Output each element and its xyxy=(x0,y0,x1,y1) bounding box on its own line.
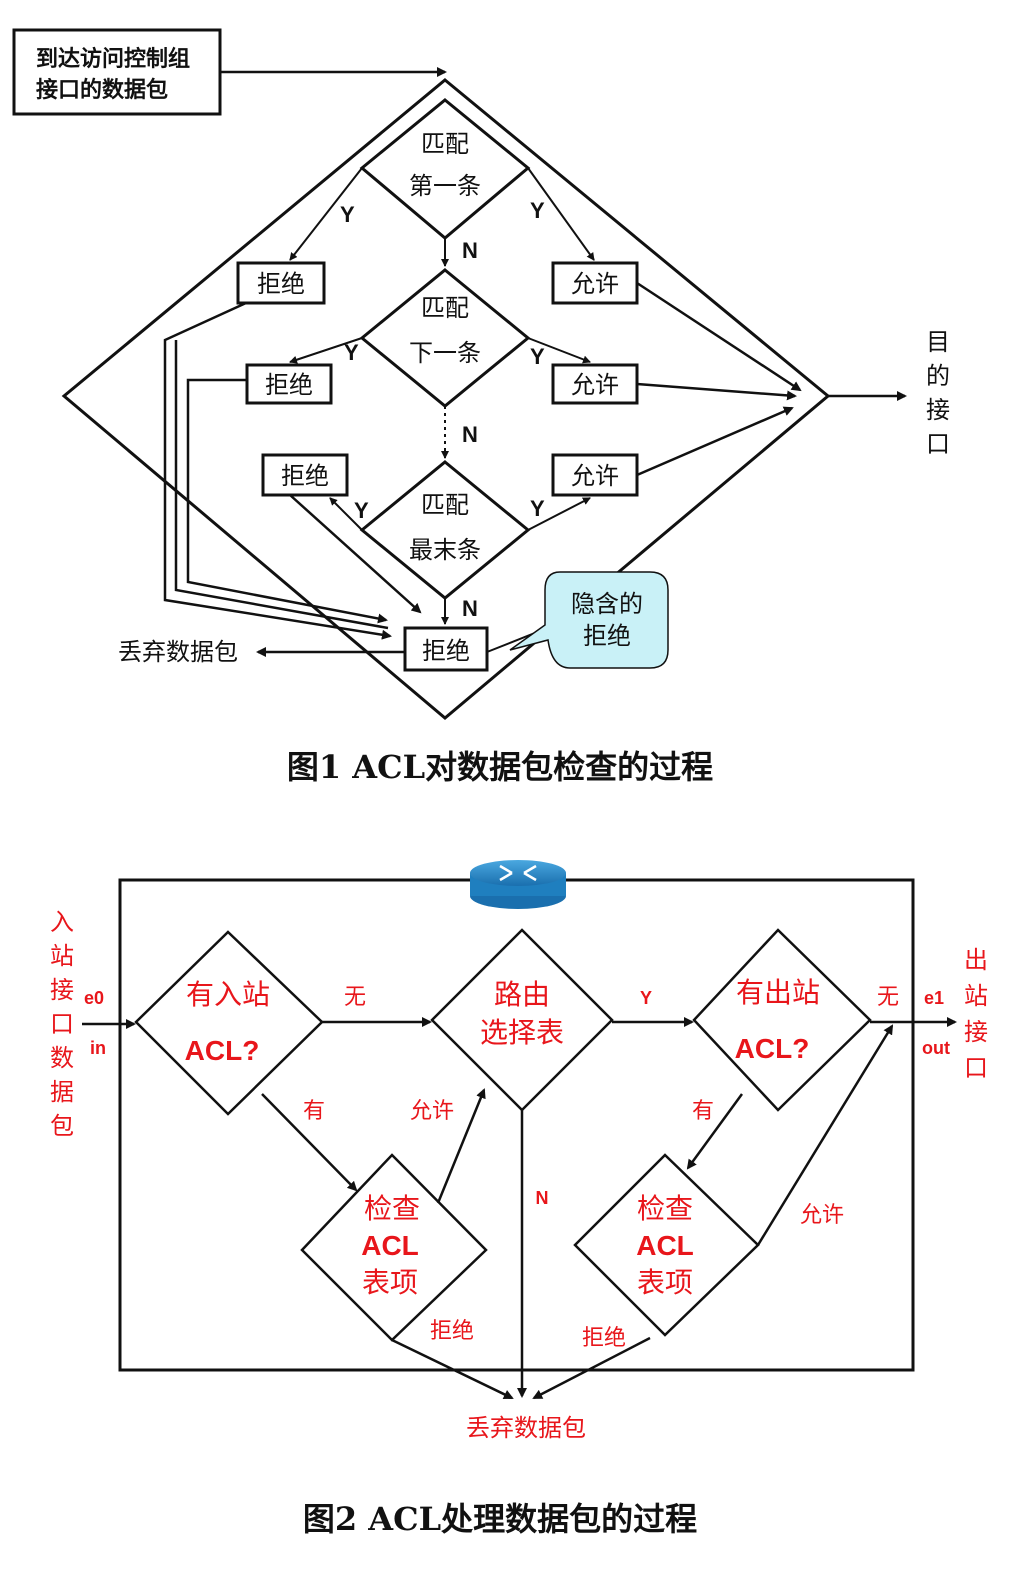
route-yes-label: Y xyxy=(640,988,652,1008)
match-next-diamond xyxy=(359,268,531,408)
outbound-acl-l2: ACL? xyxy=(735,1033,810,1064)
implicit-deny-callout xyxy=(509,571,669,669)
out-char-4: 口 xyxy=(964,1054,988,1082)
match-last-l1: 匹配 xyxy=(421,491,469,519)
no-label-1: N xyxy=(462,238,478,263)
start-label-line2: 接口的数据包 xyxy=(36,77,168,103)
deny-label-1: 拒绝 xyxy=(257,270,305,298)
check-out-l3: 表项 xyxy=(637,1266,693,1299)
outbound-acl-diamond xyxy=(692,928,872,1112)
check-acl-diamond-out xyxy=(573,1153,760,1337)
permit-box-3 xyxy=(551,453,639,497)
deny-label-out: 拒绝 xyxy=(582,1326,626,1351)
deny-box-1 xyxy=(236,261,326,305)
drop-label-2: 丢弃数据包 xyxy=(466,1414,586,1442)
match-next-l1: 匹配 xyxy=(421,294,469,322)
start-label-line1: 到达访问控制组 xyxy=(36,46,190,72)
deny-label-in: 拒绝 xyxy=(430,1319,474,1344)
match-last-diamond xyxy=(359,460,531,600)
e1-label: e1 xyxy=(924,988,944,1008)
route-l1: 路由 xyxy=(494,978,550,1011)
permit-label-1: 允许 xyxy=(571,270,619,298)
figure-1-text: 到达访问控制组 接口的数据包 匹配 第一条 匹配 下一条 匹配 最末条 拒绝 允… xyxy=(36,46,950,786)
in-char-7: 包 xyxy=(50,1112,74,1140)
drop-label: 丢弃数据包 xyxy=(118,638,238,666)
yes-label-1a: Y xyxy=(340,202,355,227)
in-char-5: 数 xyxy=(50,1044,74,1072)
permit-box-1 xyxy=(551,261,639,305)
outer-diamond xyxy=(61,78,831,720)
permit-label-out: 允许 xyxy=(800,1203,844,1228)
deny-box-2 xyxy=(245,363,333,405)
no-label-3: N xyxy=(462,596,478,621)
match-first-l2: 第一条 xyxy=(409,172,481,200)
match-last-l2: 最末条 xyxy=(409,536,481,564)
out-char-2: 站 xyxy=(964,982,988,1010)
check-in-l1: 检查 xyxy=(364,1192,420,1225)
no-label-2: N xyxy=(462,422,478,447)
check-in-l3: 表项 xyxy=(362,1266,418,1299)
has-label-in: 有 xyxy=(303,1099,325,1124)
yes-label-2a: Y xyxy=(344,340,359,365)
deny-label-3: 拒绝 xyxy=(281,462,329,490)
permit-box-2 xyxy=(551,363,639,405)
route-l2: 选择表 xyxy=(480,1016,564,1049)
figure-1-caption: 图1 ACL对数据包检查的过程 xyxy=(287,748,713,786)
match-first-l1: 匹配 xyxy=(421,130,469,158)
figure-2-caption: 图2 ACL处理数据包的过程 xyxy=(303,1500,697,1538)
route-no-label: N xyxy=(536,1188,549,1208)
dest-char-1: 目 xyxy=(926,328,950,356)
out-label: out xyxy=(922,1038,950,1058)
in-char-2: 站 xyxy=(50,942,74,970)
yes-label-3a: Y xyxy=(354,498,369,523)
out-char-1: 出 xyxy=(964,946,988,974)
figure-2-text: 入 站 接 口 数 据 包 e0 in 有入站 ACL? 无 路由 选择表 Y … xyxy=(50,908,988,1538)
implicit-deny-box xyxy=(403,626,489,672)
in-char-6: 据 xyxy=(50,1078,74,1106)
start-box xyxy=(12,28,222,116)
inbound-acl-l2: ACL? xyxy=(185,1035,260,1066)
implicit-callout-l1: 隐含的 xyxy=(571,590,643,618)
inbound-acl-diamond xyxy=(134,930,324,1116)
figure-1 xyxy=(12,28,907,720)
match-next-l2: 下一条 xyxy=(409,339,481,367)
dest-char-3: 接 xyxy=(926,396,950,424)
none-label-out: 无 xyxy=(877,985,899,1010)
yes-label-1b: Y xyxy=(530,198,545,223)
permit-label-2: 允许 xyxy=(571,371,619,399)
check-out-l2: ACL xyxy=(636,1230,694,1261)
inbound-acl-l1: 有入站 xyxy=(186,978,270,1011)
permit-label-in: 允许 xyxy=(410,1099,454,1124)
in-char-4: 口 xyxy=(50,1010,74,1038)
e0-label: e0 xyxy=(84,988,104,1008)
deny-label-2: 拒绝 xyxy=(265,371,313,399)
check-in-l2: ACL xyxy=(361,1230,419,1261)
dest-char-4: 口 xyxy=(926,430,950,458)
yes-label-2b: Y xyxy=(530,344,545,369)
none-label-in: 无 xyxy=(344,985,366,1010)
figure-2 xyxy=(82,860,957,1400)
deny-box-3 xyxy=(261,453,349,497)
in-label: in xyxy=(90,1038,106,1058)
yes-label-3b: Y xyxy=(530,496,545,521)
implicit-callout-l2: 拒绝 xyxy=(583,622,631,650)
has-label-out: 有 xyxy=(692,1099,714,1124)
in-char-3: 接 xyxy=(50,976,74,1004)
outbound-acl-l1: 有出站 xyxy=(736,976,820,1009)
match-first-diamond xyxy=(359,98,531,240)
implicit-deny-label: 拒绝 xyxy=(422,637,470,665)
in-char-1: 入 xyxy=(50,908,74,936)
dest-char-2: 的 xyxy=(926,362,950,390)
out-char-3: 接 xyxy=(964,1018,988,1046)
check-out-l1: 检查 xyxy=(637,1192,693,1225)
router-icon xyxy=(470,860,566,909)
permit-label-3: 允许 xyxy=(571,462,619,490)
